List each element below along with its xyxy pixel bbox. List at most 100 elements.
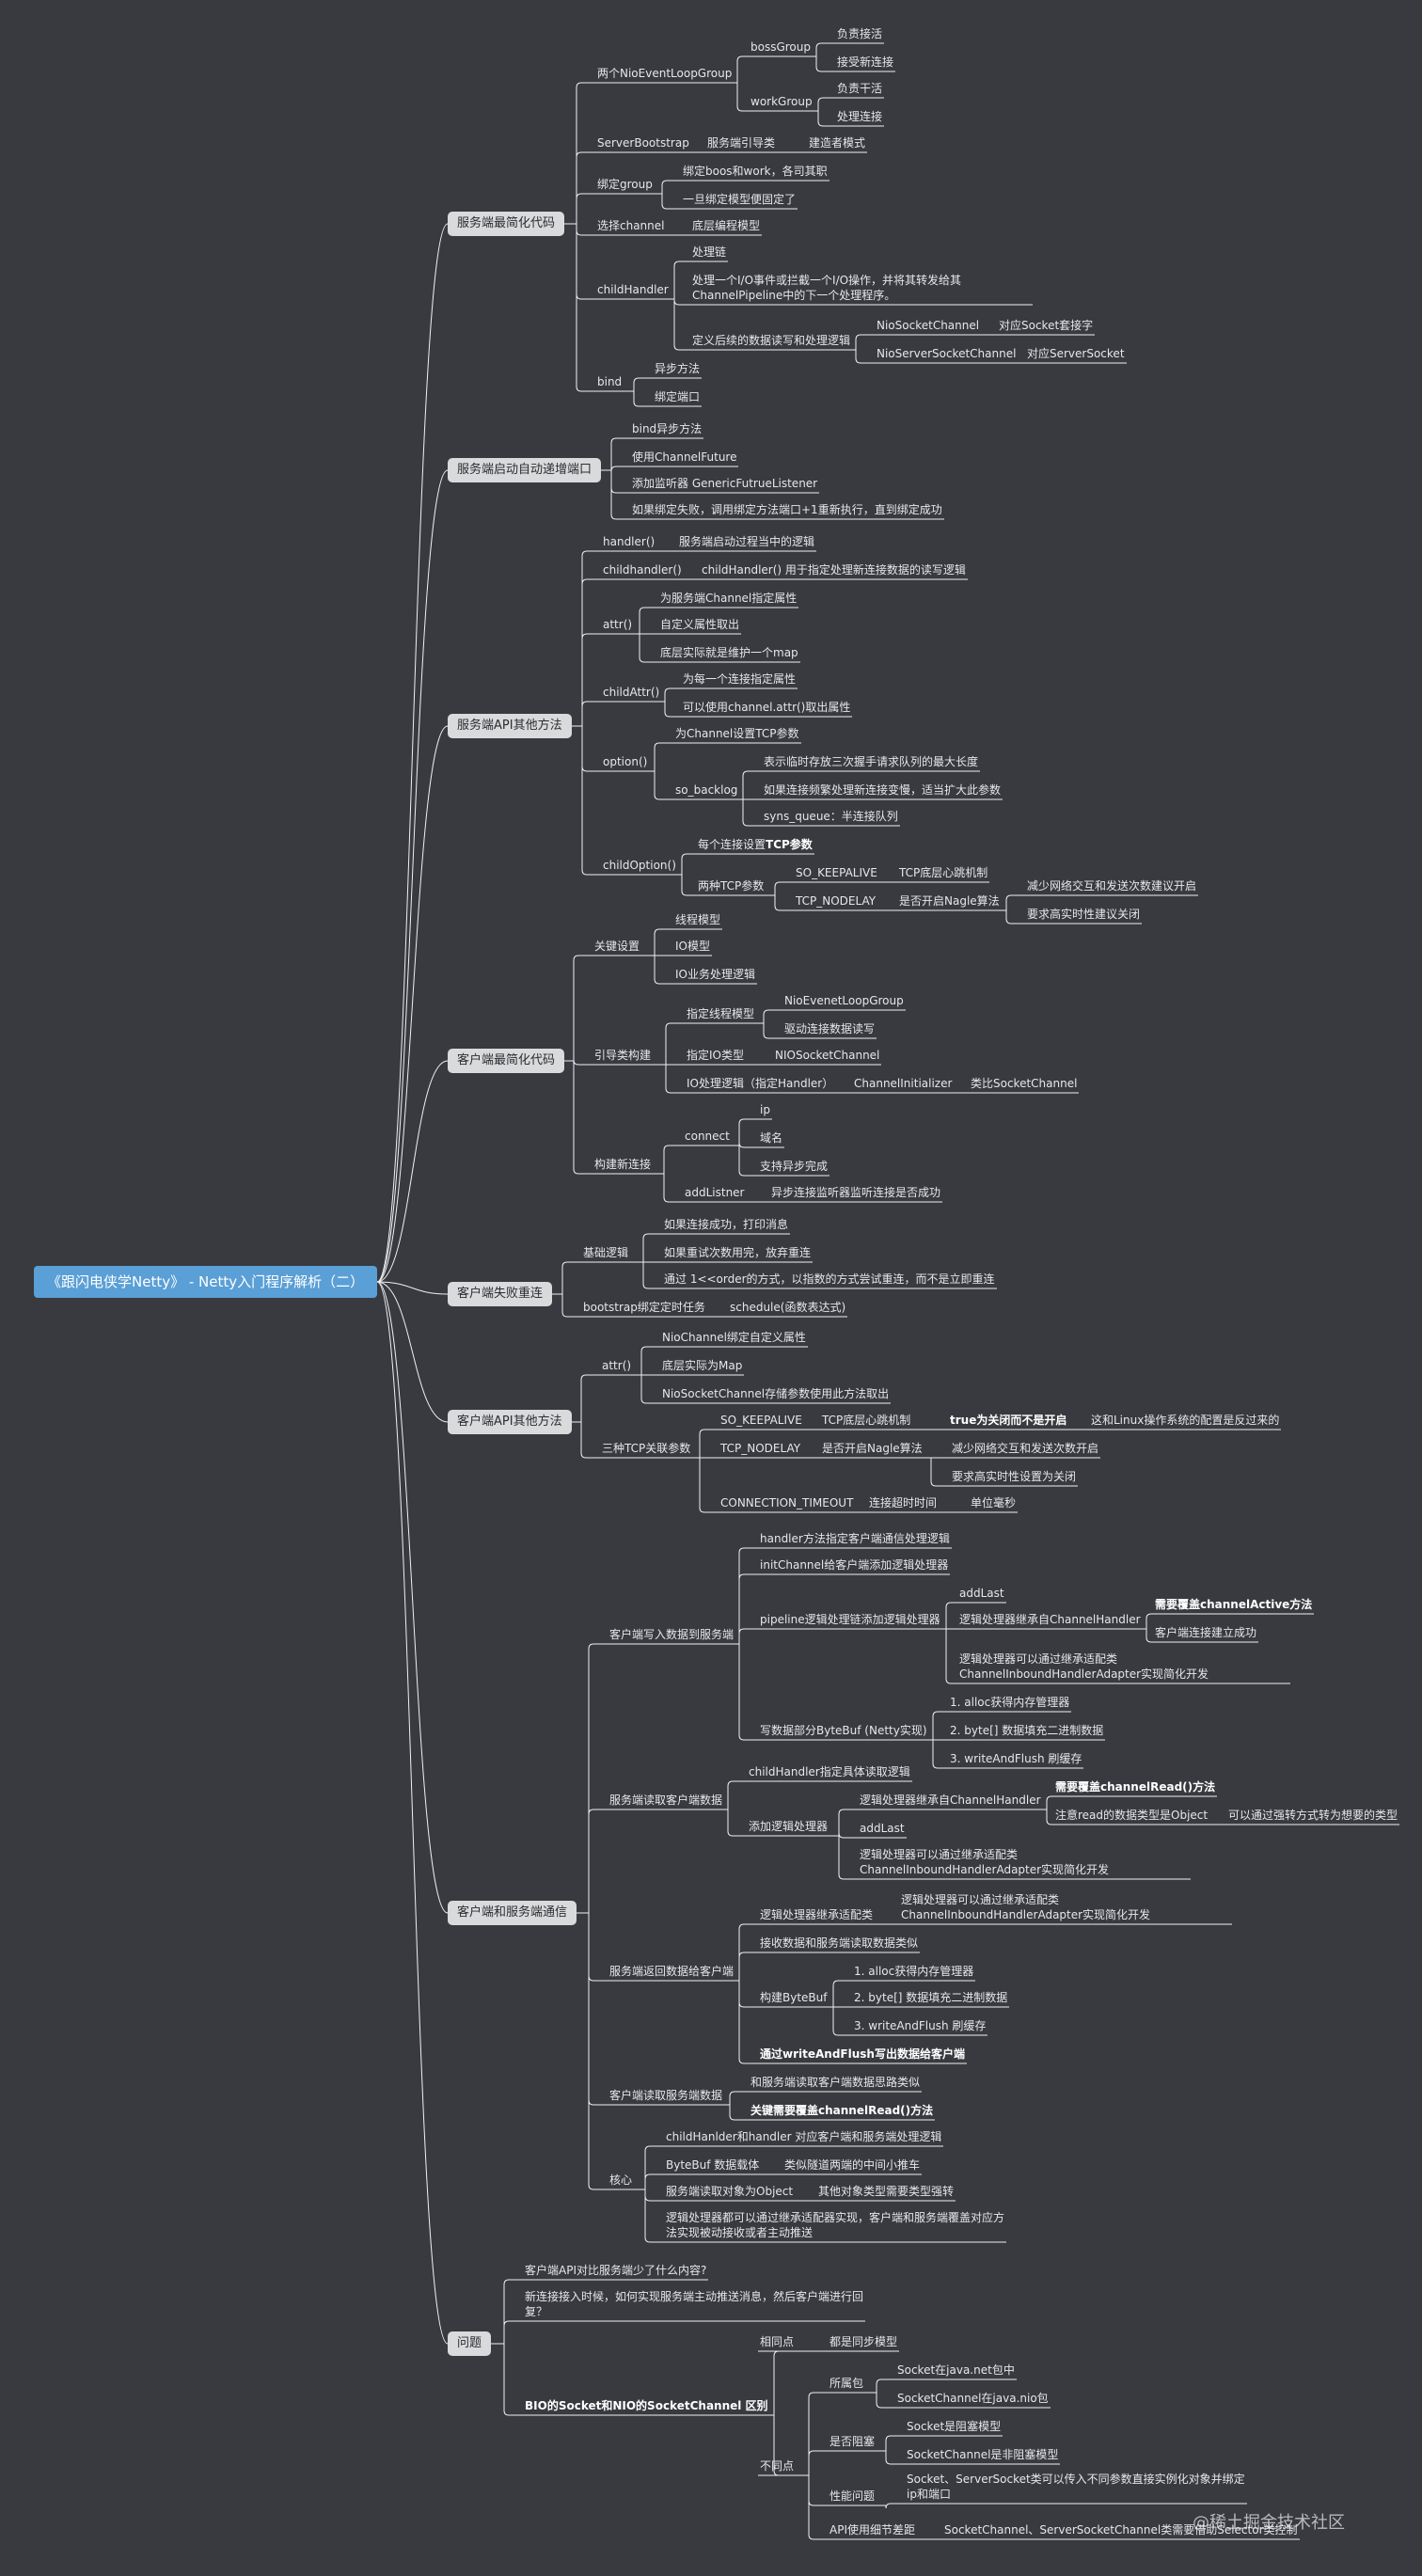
connector (838, 1832, 845, 1839)
connector (738, 2001, 745, 2008)
topic-node: 1. alloc获得内存管理器 (854, 1965, 974, 1978)
topic-node: childHandler (597, 283, 669, 296)
connector (673, 344, 680, 351)
topic-node: 不同点 (760, 2459, 795, 2473)
topic-node: 服务端读取客户端数据 (609, 1794, 723, 1807)
topic-node: 如果连接频繁处理新连接变慢，适当扩大此参数 (764, 783, 1002, 797)
topic-node: 类比SocketChannel (971, 1077, 1078, 1090)
topic-node: 自定义属性取出 (660, 618, 740, 631)
connector (738, 1952, 745, 1958)
topic-node: 逻辑处理器可以通过继承适配类ChannelInboundHandlerAdapt… (860, 1848, 1110, 1876)
connector (573, 1168, 579, 1175)
connector (832, 2030, 839, 2036)
topic-node: syns_queue：半连接队列 (764, 810, 898, 823)
topic-node: 添加监听器 GenericFutrueListener (632, 477, 818, 490)
topic-node: 2. byte[] 数据填充二进制数据 (950, 1724, 1104, 1737)
connector (817, 120, 824, 127)
topic-node: attr() (602, 1359, 632, 1372)
connector (633, 377, 640, 384)
topic-node: 和服务端读取客户端数据思路类似 (750, 2076, 921, 2089)
topic-node: 是否阻塞 (830, 2435, 876, 2448)
topic-node: SocketChannel在java.nio包 (897, 2392, 1049, 2405)
topic-node: 驱动连接数据读写 (784, 1022, 876, 1035)
topic-node: 底层实际就是维护一个map (660, 646, 798, 659)
connector (855, 334, 861, 340)
topic-node: 这和Linux操作系统的配置是反过来的 (1091, 1414, 1280, 1427)
connector (588, 1643, 594, 1650)
topic-node: 可以使用channel.attr()取出属性 (683, 701, 851, 714)
connector (661, 180, 668, 186)
topic-node: Socket在java.net包中 (897, 2363, 1015, 2377)
topic-node: 写数据部分ByteBuf (Netty实现) (760, 1724, 927, 1737)
topic-node: 其他对象类型需要类型强转 (818, 2185, 955, 2198)
topic-node: 底层编程模型 (692, 219, 761, 232)
connector (815, 42, 822, 49)
topic-node: 一旦绑定模型便固定了 (683, 193, 797, 206)
topic-node: 客户端读取服务端数据 (609, 2089, 723, 2102)
topic-node: 定义后续的数据读写和处理逻辑 (692, 334, 851, 347)
connector (673, 261, 680, 267)
connector (681, 890, 687, 896)
connector (573, 955, 579, 961)
connector (588, 2099, 594, 2106)
connector (774, 905, 781, 911)
topic-node: SO_KEEPALIVE (796, 866, 877, 879)
topic-node: 客户端连接建立成功 (1155, 1626, 1257, 1639)
topic-node: ServerBootstrap (597, 136, 689, 150)
connector (610, 437, 617, 444)
connector (580, 1452, 587, 1459)
topic-node: 支持异步完成 (760, 1160, 829, 1173)
topic-node: API使用细节差距 (830, 2523, 915, 2536)
topic-node: TCP底层心跳机制 (822, 1414, 911, 1427)
connector (640, 1398, 647, 1404)
connector (581, 869, 588, 876)
connector (876, 2378, 882, 2385)
topic-node: TCP底层心跳机制 (899, 866, 988, 879)
connector (1005, 894, 1012, 901)
connector (588, 1975, 594, 1982)
topic-node: childHandler() 用于指定处理新连接数据的读写逻辑 (702, 563, 966, 577)
topic-node: 为Channel设置TCP参数 (675, 727, 799, 740)
connector (581, 578, 588, 585)
topic-node: 绑定group (597, 178, 653, 191)
topic-node: 域名 (760, 1131, 783, 1145)
connector (654, 978, 660, 985)
topic-node: 关键需要覆盖channelRead()方法 (750, 2104, 934, 2117)
topic-node: 类似隧道两端的中间小推车 (784, 2158, 921, 2172)
topic-node: NioChannel绑定自定义属性 (662, 1331, 806, 1344)
topic-node: childHanlder和handler 对应客户端和服务端处理逻辑 (666, 2130, 942, 2143)
connector (640, 1346, 647, 1352)
branch-topic: 服务端启动自动递增端口 (448, 458, 602, 482)
topic-node: ip (760, 1103, 770, 1116)
topic-node: 每个连接设置TCP参数 (698, 837, 813, 852)
topic-node: 使用ChannelFuture (632, 450, 737, 464)
topic-node: NioEvenetLoopGroup (784, 994, 904, 1007)
topic-node: TCP_NODELAY (720, 1442, 801, 1455)
connector (729, 2114, 735, 2121)
connector (588, 1809, 594, 1815)
connector (665, 1087, 672, 1094)
topic-node: 选择channel (597, 219, 665, 232)
connector (376, 1281, 449, 2345)
topic-node: 线程模型 (675, 913, 721, 926)
connector (610, 487, 617, 494)
connector (738, 1573, 745, 1580)
topic-node: 连接超时时间 (869, 1496, 938, 1509)
connector (738, 1170, 745, 1177)
connector (808, 2450, 814, 2457)
connector (665, 1022, 672, 1029)
topic-node: 逻辑处理器都可以通过继承适配器实现，客户端和服务端覆盖对应方法实现被动接收或者主… (666, 2211, 1005, 2239)
connector (576, 151, 582, 158)
connector (654, 742, 660, 749)
connector (945, 1602, 952, 1608)
topic-node: pipeline逻辑处理链添加逻辑处理器 (760, 1613, 940, 1626)
topic-node: 异步方法 (655, 362, 701, 375)
topic-node: 处理链 (692, 245, 727, 259)
connector (738, 1734, 745, 1741)
topic-node: 客户端写入数据到服务端 (609, 1628, 735, 1641)
topic-node: 引导类构建 (594, 1049, 652, 1062)
topic-node: option() (603, 755, 648, 768)
connector (1146, 1613, 1152, 1620)
connector (738, 1547, 745, 1554)
